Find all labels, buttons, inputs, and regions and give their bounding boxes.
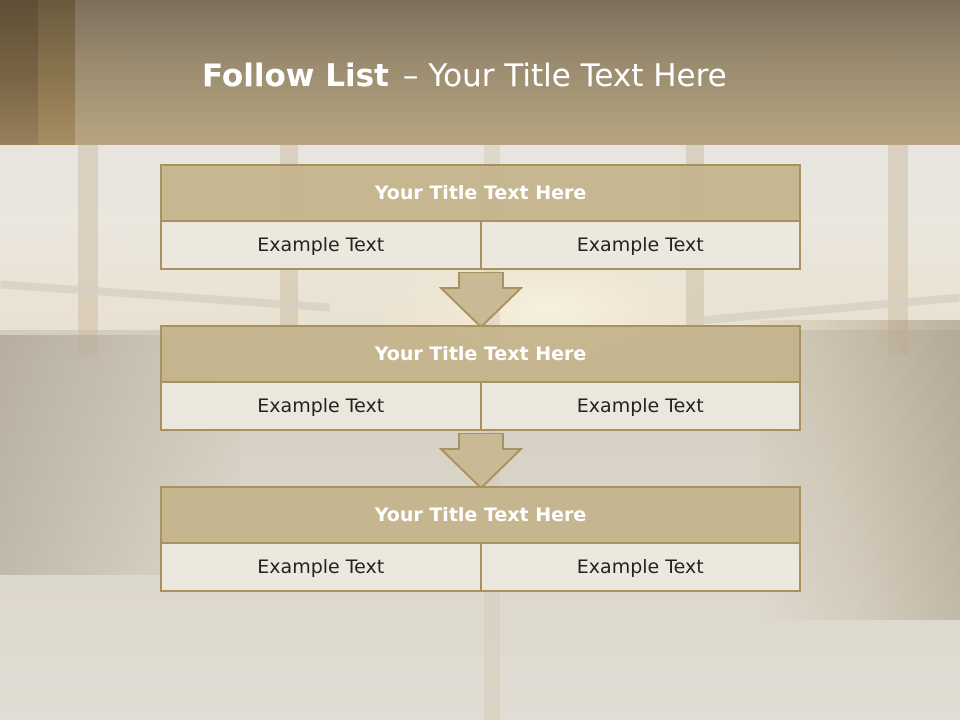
step-title: Your Title Text Here [162,327,799,383]
step-left-text: Example Text [162,383,480,429]
title-separator: – [402,58,419,94]
step-left-text: Example Text [162,544,480,590]
step-row: Example Text Example Text [162,222,799,268]
flow-step-2: Your Title Text Here Example Text Exampl… [160,325,801,431]
step-right-text: Example Text [479,383,799,429]
title-rest: Your Title Text Here [428,58,727,94]
header-accent-bar [0,0,38,145]
step-right-text: Example Text [479,222,799,268]
background-window-pillar [78,145,98,355]
flow-step-1: Your Title Text Here Example Text Exampl… [160,164,801,270]
step-title: Your Title Text Here [162,166,799,222]
down-arrow-icon [439,433,523,489]
step-title: Your Title Text Here [162,488,799,544]
step-row: Example Text Example Text [162,383,799,429]
step-right-text: Example Text [479,544,799,590]
header-band [0,0,960,145]
down-arrow-icon [439,272,523,328]
step-row: Example Text Example Text [162,544,799,590]
slide-title: Follow List–Your Title Text Here [202,54,727,98]
title-main: Follow List [202,58,389,94]
step-left-text: Example Text [162,222,480,268]
flow-step-3: Your Title Text Here Example Text Exampl… [160,486,801,592]
